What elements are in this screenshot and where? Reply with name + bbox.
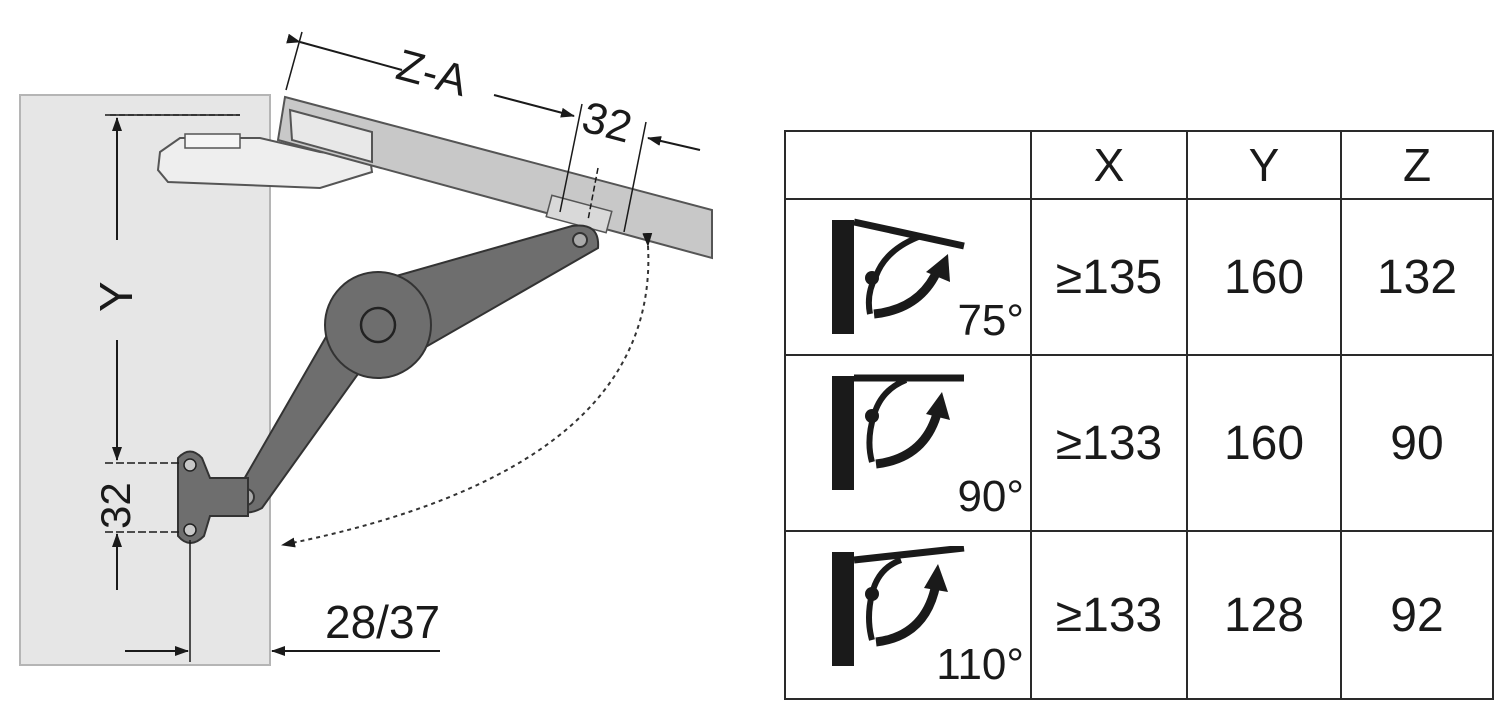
value-y: 160 (1186, 198, 1342, 356)
opening-angle-75-icon (832, 218, 965, 334)
opening-angle-110-icon (832, 546, 965, 666)
dimension-top-32-label: 32 (577, 93, 637, 153)
side-mounting-plate (177, 450, 249, 544)
header-z: Z (1340, 130, 1494, 200)
dimension-side-label: 28/37 (325, 596, 440, 648)
value-x: ≥133 (1030, 530, 1188, 700)
header-blank (784, 130, 1032, 200)
dimension-bottom-32-label: 32 (92, 482, 139, 529)
angle-cell: 90° (784, 354, 1032, 532)
header-y: Y (1186, 130, 1342, 200)
cabinet-side-panel (19, 94, 271, 666)
value-y: 160 (1186, 354, 1342, 532)
dimension-table: X Y Z 75° ≥135 160 132 (784, 130, 1494, 700)
header-x: X (1030, 130, 1188, 200)
value-x: ≥133 (1030, 354, 1188, 532)
dimension-y-label: Y (90, 281, 142, 312)
stay-mechanism-drawing: Z-A 32 Y 32 28/37 (19, 31, 713, 666)
angle-cell: 75° (784, 198, 1032, 356)
dimension-za-label: Z-A (391, 40, 473, 106)
value-z: 92 (1340, 530, 1494, 700)
angle-label: 75° (957, 296, 1024, 345)
table-row: 75° ≥135 160 132 (784, 198, 1494, 356)
opening-angle-90-icon (832, 374, 964, 490)
table-header-row: X Y Z (784, 130, 1494, 200)
table-row: 110° ≥133 128 92 (784, 530, 1494, 700)
angle-label: 90° (957, 472, 1024, 521)
value-x: ≥135 (1030, 198, 1188, 356)
angle-label: 110° (936, 640, 1024, 689)
angle-cell: 110° (784, 530, 1032, 700)
swing-arc (281, 232, 653, 548)
value-z: 132 (1340, 198, 1494, 356)
table-row: 90° ≥133 160 90 (784, 354, 1494, 532)
value-y: 128 (1186, 530, 1342, 700)
value-z: 90 (1340, 354, 1494, 532)
